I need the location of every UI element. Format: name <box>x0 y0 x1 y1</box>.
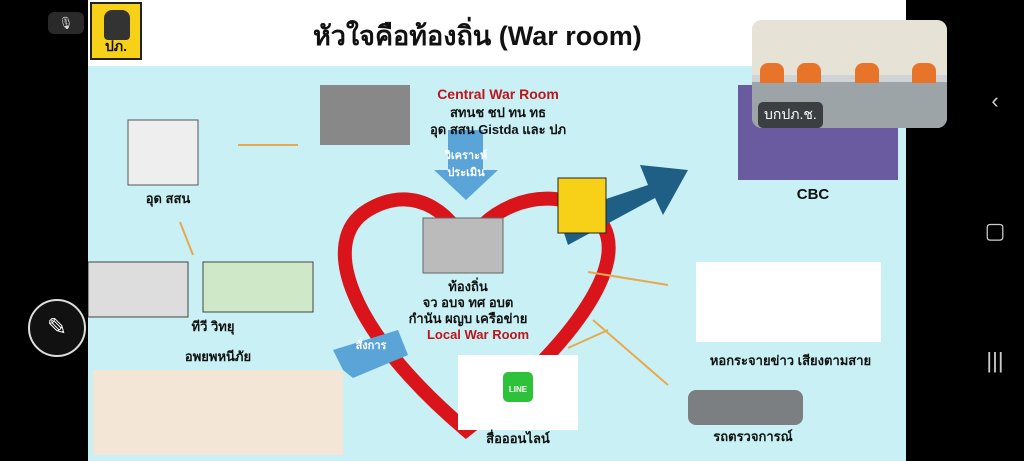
dpm-logo-arrow <box>557 177 607 234</box>
dpm-logo: ปภ. <box>90 2 142 60</box>
home-icon[interactable]: ▢ <box>984 218 1006 243</box>
central-war-room-heading: Central War Room <box>437 86 559 102</box>
evacuate-label: อพยพหนีภัย <box>184 349 252 364</box>
line-app-icon <box>503 372 533 402</box>
central-line2: อุด สสน Gistda และ ปภ <box>429 122 567 137</box>
local-line2: จว อบจ ทศ อบต <box>422 295 514 310</box>
weather-label: อุด สสน <box>145 191 191 206</box>
local-line3: กำนัน ผญบ เครือข่าย <box>408 311 528 326</box>
radio-image <box>202 261 314 313</box>
local-building-image <box>422 217 504 274</box>
evacuation-image <box>93 370 343 455</box>
mic-icon[interactable]: 🎙 <box>48 12 84 34</box>
weather-station-image <box>127 119 199 186</box>
tv-radio-label: ทีวี วิทยุ <box>191 319 235 334</box>
local-war-room-heading: Local War Room <box>426 327 530 342</box>
local-line1: ท้องถิ่น <box>448 279 488 294</box>
command-arrow <box>333 330 408 378</box>
tower-image <box>696 262 881 342</box>
recent-apps-icon[interactable]: ||| <box>986 348 1004 373</box>
line-label: LINE <box>508 385 528 394</box>
logo-text: ปภ. <box>104 38 127 54</box>
flow-arrows <box>179 144 669 386</box>
participant-name: บกปภ.ช. <box>758 102 823 128</box>
slide-title: หัวใจคือท้องถิ่น (War room) <box>313 21 642 51</box>
central-line1: สทนช ชป ทน ทธ <box>449 105 547 120</box>
android-nav-bar: ‹ ▢ ||| <box>966 0 1024 461</box>
online-label: สื่อออนไลน์ <box>486 431 550 446</box>
cbc-label: CBC <box>796 186 830 203</box>
back-icon[interactable]: ‹ <box>991 88 999 113</box>
assess-arrow <box>434 130 498 200</box>
central-building-image <box>320 85 410 145</box>
assess-label: วิเคราะห์ ประเมิน <box>444 150 488 179</box>
command-label: สั่งการ <box>355 340 387 352</box>
tv-image <box>88 261 189 318</box>
patrol-car-image <box>688 390 803 425</box>
participant-video[interactable]: บกปภ.ช. <box>752 20 947 128</box>
tower-label: หอกระจายข่าว เสียงตามสาย <box>709 353 872 368</box>
patrol-label: รถตรวจการณ์ <box>713 429 793 444</box>
annotate-pen-button[interactable]: ✎ <box>28 299 86 357</box>
diagram-graphics <box>88 85 898 455</box>
